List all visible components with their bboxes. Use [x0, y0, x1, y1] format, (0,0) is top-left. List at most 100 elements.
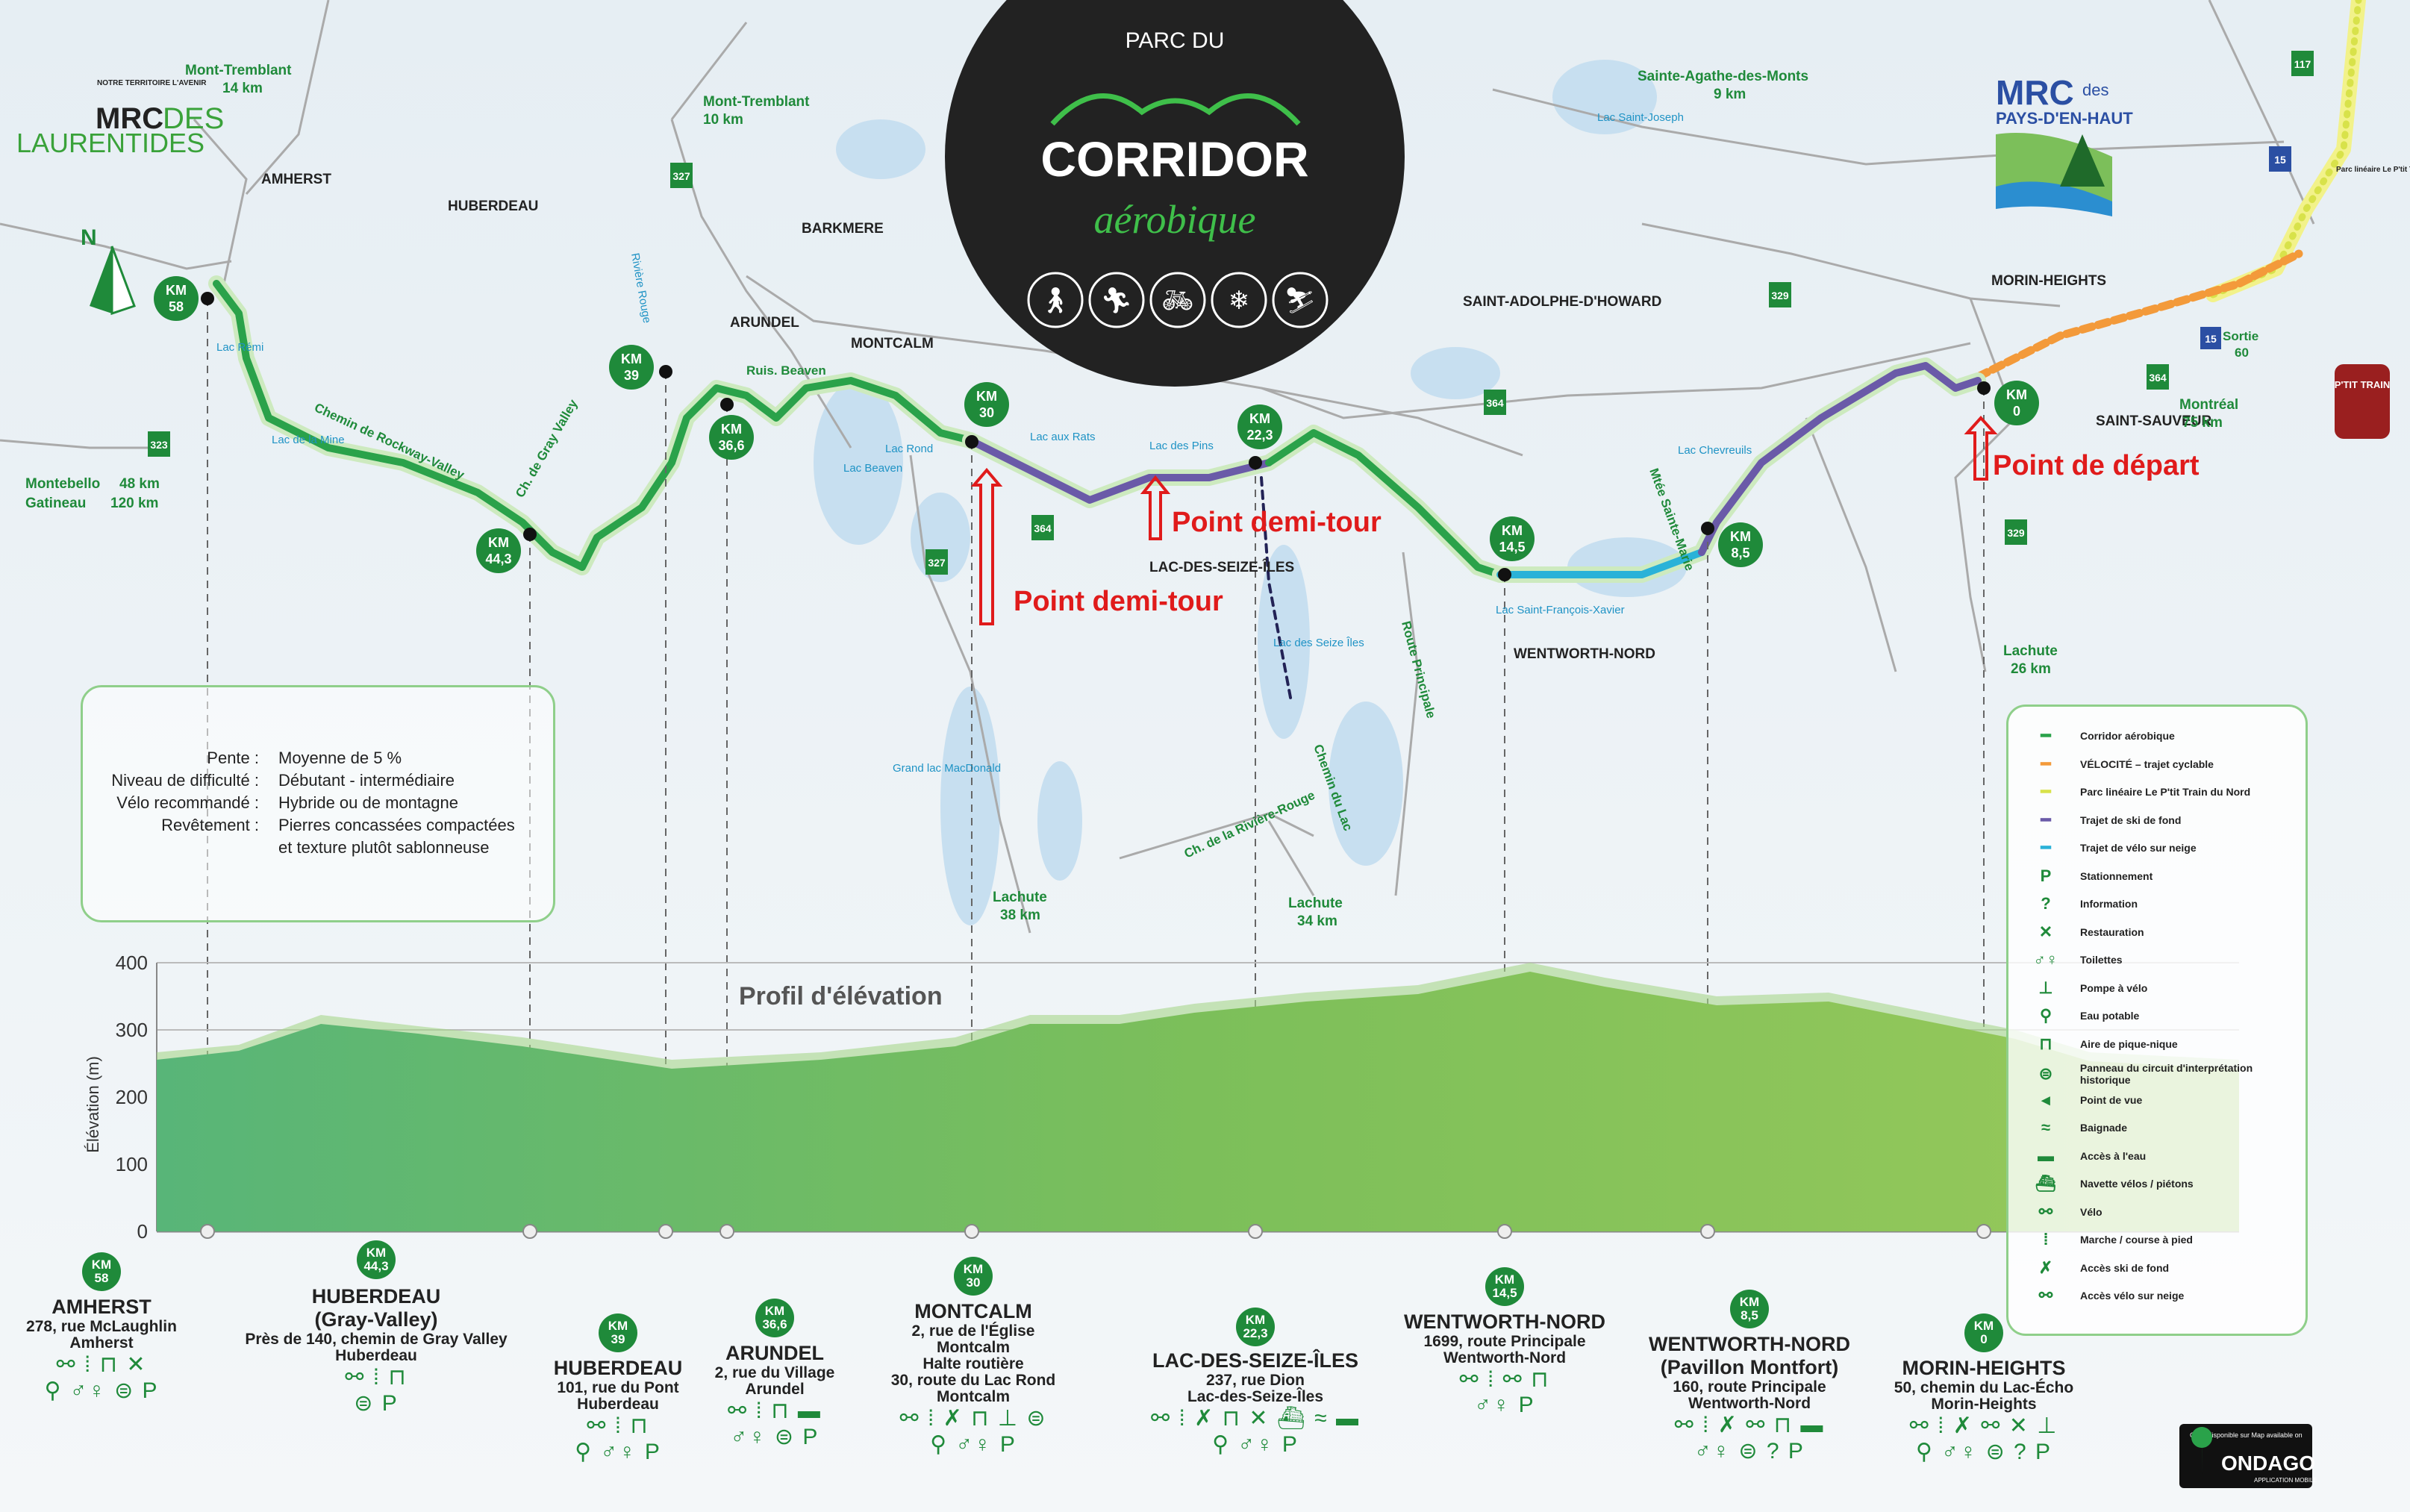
dest-parc-lineaire: Parc linéaire Le P'tit Train du Nord: [2336, 166, 2410, 174]
road-shields: 323 327 327 364 364 364 329 329 117 15 1…: [148, 51, 2314, 575]
lake-ruis-beaven: Ruis. Beaven: [746, 363, 826, 378]
annotation-demi-tour: Point demi-tour: [1172, 507, 1382, 538]
lake-saint-joseph: Lac Saint-Joseph: [1597, 111, 1684, 124]
km-value: 8,5: [1731, 546, 1749, 560]
legend-item: ━Trajet de vélo sur neige: [2028, 838, 2196, 857]
dest-mt-tremblant: Mont-Tremblant: [185, 63, 292, 78]
info-pente-value: Moyenne de 5 %: [278, 749, 402, 767]
ski-icon: [1272, 272, 1329, 328]
stop-address: 237, rue Dion: [1206, 1372, 1305, 1389]
logo-mrc-laurentides: NOTRE TERRITOIRE L'AVENIR MRC DES LAUREN…: [16, 79, 224, 158]
legend-label: Accès vélo sur neige: [2080, 1290, 2185, 1302]
stop-amenity-icons: ♂♀ P: [1474, 1393, 1535, 1417]
north-arrow-icon: [90, 246, 112, 313]
stop-name: HUBERDEAU: [311, 1285, 441, 1308]
stop-address: 30, route du Lac Rond: [890, 1372, 1056, 1389]
legend-item: ⁞Marche / course à pied: [2028, 1230, 2193, 1249]
svg-text:KM: KM: [1246, 1313, 1265, 1327]
legend-label: Restauration: [2080, 925, 2144, 938]
bike-icon: [1149, 272, 1206, 328]
ondago-sub: APPLICATION MOBILE: [2254, 1477, 2317, 1484]
lake-grand-lac: Grand lac MacDonald: [893, 762, 1001, 775]
dest-km: 48 km: [119, 476, 160, 492]
svg-text:14,5: 14,5: [1492, 1286, 1517, 1300]
legend-symbol-icon: ⊥: [2038, 978, 2053, 997]
km-label: KM: [976, 389, 997, 404]
svg-text:44,3: 44,3: [363, 1259, 388, 1273]
svg-text:⛷︎: ⛷︎: [1284, 287, 1316, 315]
stop-address: Arundel: [745, 1381, 805, 1398]
km-value: 22,3: [1246, 428, 1273, 443]
arrow-up-icon: [1140, 475, 1171, 540]
dest-gatineau: Gatineau: [25, 496, 86, 511]
legend-item: ✗Accès ski de fond: [2028, 1258, 2169, 1278]
shield-329: 329: [1771, 290, 1789, 302]
stop-address: Wentworth-Nord: [1443, 1349, 1567, 1366]
trail-info-box: Pente : Moyenne de 5 % Niveau de difficu…: [81, 685, 555, 922]
km-label: KM: [621, 352, 642, 366]
km-value: 30: [979, 405, 994, 420]
stop-name: MORIN-HEIGHTS: [1902, 1357, 2066, 1379]
legend-symbol-icon: ━: [2041, 726, 2051, 745]
legend-label: Navette vélos / piétons: [2080, 1178, 2194, 1190]
dest-km: 38 km: [1000, 907, 1040, 923]
stop-card[interactable]: HUBERDEAU(Gray-Valley)Près de 140, chemi…: [216, 1285, 537, 1416]
info-surface-label: Revêtement :: [161, 816, 259, 834]
stop-address: Montcalm: [936, 1388, 1010, 1405]
km-badge-8-5[interactable]: KM8,5: [1701, 522, 1763, 567]
legend-label: Pompe à vélo: [2080, 981, 2148, 994]
info-difficulty-label: Niveau de difficulté :: [111, 771, 259, 790]
shield-364: 364: [1486, 397, 1504, 409]
stop-name: LAC-DES-SEIZE-ÎLES: [1152, 1349, 1358, 1372]
info-surface-value: Pierres concassées compactées: [278, 816, 515, 834]
logo-mrc: MRC: [96, 102, 163, 135]
stop-amenity-icons: ⚯ ⁞ ✗ ⊓ ✕ ⛴ ≈ ▬: [1150, 1406, 1361, 1431]
km-label: KM: [1502, 523, 1523, 538]
place-lac-seize: LAC-DES-SEIZE-ÎLES: [1149, 559, 1294, 575]
km-label: KM: [488, 535, 509, 550]
legend-item: ━Corridor aérobique: [2028, 726, 2174, 746]
place-saint-sauveur: SAINT-SAUVEUR: [2096, 413, 2211, 429]
legend-symbol-icon: ⊜: [2038, 1064, 2053, 1083]
dest-sainte-agathe: Sainte-Agathe-des-Monts: [1638, 69, 1808, 84]
stop-address: Huberdeau: [335, 1347, 417, 1364]
shield-364: 364: [1034, 522, 1052, 534]
logo-ondago[interactable]: Carte disponible sur Map available on ON…: [2179, 1424, 2317, 1488]
dest-lachute: Lachute: [993, 890, 1047, 905]
stop-card[interactable]: WENTWORTH-NORD(Pavillon Montfort)160, ro…: [1630, 1333, 1869, 1464]
legend-item: ⚲Eau potable: [2028, 1006, 2139, 1025]
lake-beaven: Lac Beaven: [843, 462, 902, 475]
legend-symbol-icon: ▬: [2038, 1146, 2054, 1165]
legend-symbol-icon: ◂: [2041, 1090, 2050, 1109]
stop-address: Morin-Heights: [1931, 1396, 2037, 1413]
dest-sortie-num: 60: [2235, 346, 2249, 360]
stop-amenity-icons: ⚲ ♂♀ P: [575, 1440, 661, 1464]
lake-sfx: Lac Saint-François-Xavier: [1496, 604, 1625, 616]
stop-address: 2, rue du Village: [714, 1364, 835, 1381]
legend-symbol-icon: ⚯: [2038, 1286, 2053, 1305]
profile-tick: 400: [116, 952, 148, 974]
km-badge-0[interactable]: KM0: [1977, 381, 2039, 425]
stop-name: WENTWORTH-NORD: [1404, 1310, 1605, 1333]
km-label: KM: [166, 283, 187, 298]
legend-item: ━VÉLOCITÉ – trajet cyclable: [2028, 755, 2214, 774]
stop-amenity-icons: ⚯ ⁞ ✗ ⚯ ✕ ⊥: [1909, 1413, 2058, 1438]
